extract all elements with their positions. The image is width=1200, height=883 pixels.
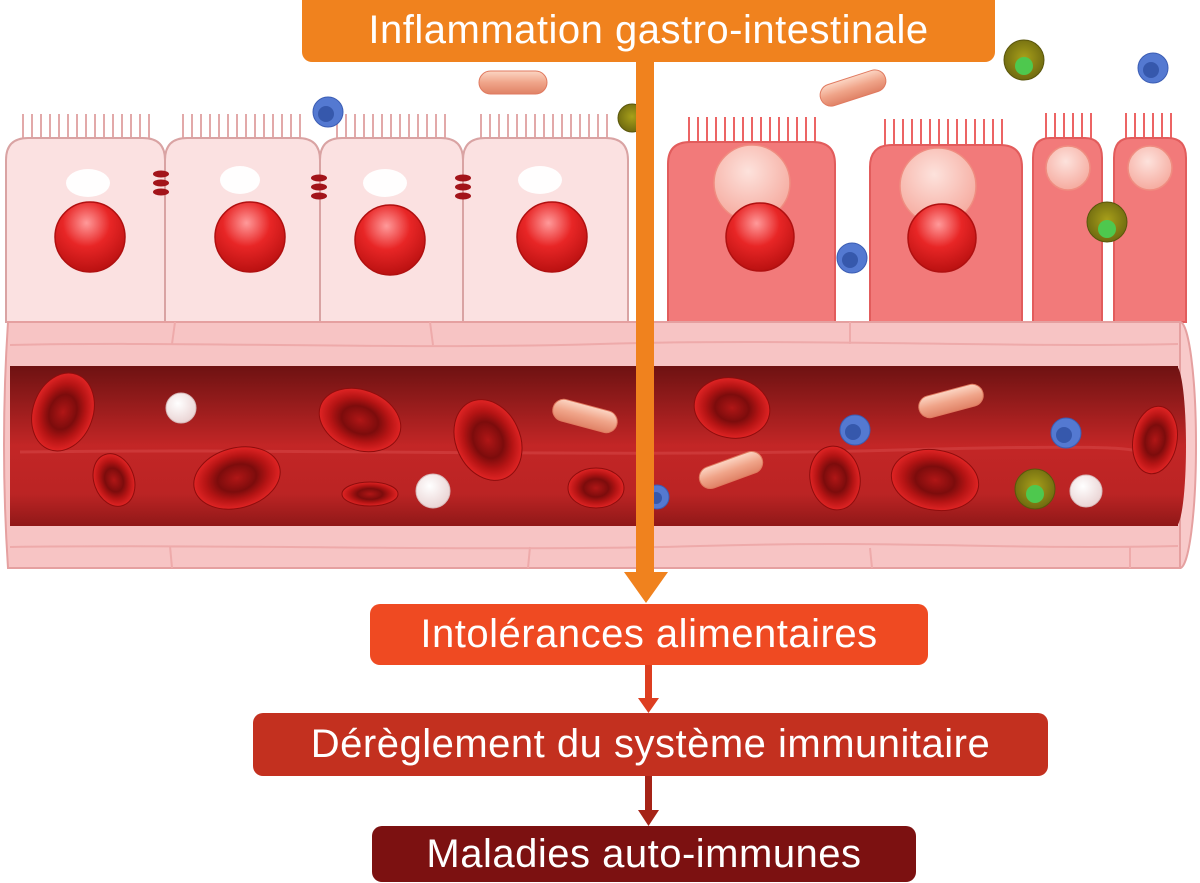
- vesicle: [220, 166, 260, 194]
- lymphocyte: [836, 242, 868, 274]
- maladies-label-box: Maladies auto-immunes: [372, 826, 916, 882]
- arrow-head: [624, 572, 668, 603]
- vacuole: [1127, 145, 1173, 191]
- granulocyte: [1003, 39, 1045, 81]
- nucleus: [354, 204, 426, 276]
- maladies-label: Maladies auto-immunes: [426, 831, 862, 876]
- lymphocyte: [1137, 52, 1169, 84]
- intolerances-label: Intolérances alimentaires: [420, 612, 878, 656]
- bacterium: [698, 450, 764, 490]
- granulocyte: [1014, 468, 1056, 510]
- nucleus: [214, 201, 286, 273]
- arrow-shaft: [645, 774, 652, 812]
- arrow-shaft: [636, 58, 654, 574]
- tight-junction: [153, 170, 169, 196]
- red-blood-cell: [31, 372, 95, 452]
- inflamed-cell: [1032, 137, 1103, 323]
- inflammation-label-box: Inflammation gastro-intestinale: [302, 0, 995, 62]
- lymphocyte: [1050, 417, 1082, 449]
- main-arrow: [624, 58, 668, 603]
- dereglement-label-box: Dérèglement du système immunitaire: [253, 713, 1048, 776]
- red-blood-cell: [92, 453, 136, 507]
- arrow-dereglement-to-maladies: [638, 774, 659, 826]
- vacuole: [1045, 145, 1091, 191]
- inflammation-label: Inflammation gastro-intestinale: [368, 7, 929, 52]
- arrow-head: [638, 698, 659, 713]
- vesicle: [66, 169, 110, 197]
- red-blood-cell: [318, 387, 402, 453]
- red-blood-cell: [890, 448, 980, 512]
- nucleus: [725, 202, 795, 272]
- blood-vessel: [3, 321, 1197, 569]
- tight-junction: [455, 174, 471, 200]
- nucleus: [54, 201, 126, 273]
- granulocyte: [1086, 201, 1128, 243]
- red-blood-cell: [809, 445, 861, 511]
- nucleus: [516, 201, 588, 273]
- lymphocyte: [312, 96, 344, 128]
- red-blood-cell: [341, 481, 399, 507]
- bacterium: [478, 70, 548, 95]
- intolerances-label-box: Intolérances alimentaires: [370, 604, 928, 665]
- bacterium: [819, 69, 887, 107]
- tight-junction: [311, 174, 327, 200]
- red-blood-cell: [693, 377, 771, 439]
- bacterium: [918, 383, 984, 419]
- white-blood-cell: [165, 392, 197, 424]
- red-blood-cell: [1132, 405, 1178, 475]
- arrow-intolerances-to-dereglement: [638, 663, 659, 713]
- vesicle: [518, 166, 562, 194]
- white-blood-cell: [415, 473, 451, 509]
- dereglement-label: Dérèglement du système immunitaire: [310, 722, 991, 766]
- inflamed-epithelium: [667, 113, 1187, 323]
- lymphocyte: [839, 414, 871, 446]
- healthy-epithelium: [5, 114, 629, 323]
- nucleus: [907, 203, 977, 273]
- arrow-head: [638, 810, 659, 826]
- bacterium: [552, 398, 618, 434]
- inflamed-cell: [1113, 137, 1187, 323]
- wall-texture: [9, 321, 1179, 569]
- vesicle: [363, 169, 407, 197]
- red-blood-cell: [567, 467, 625, 509]
- red-blood-cell: [193, 446, 281, 510]
- white-blood-cell: [1069, 474, 1103, 508]
- red-blood-cell: [453, 399, 523, 481]
- arrow-shaft: [645, 663, 652, 700]
